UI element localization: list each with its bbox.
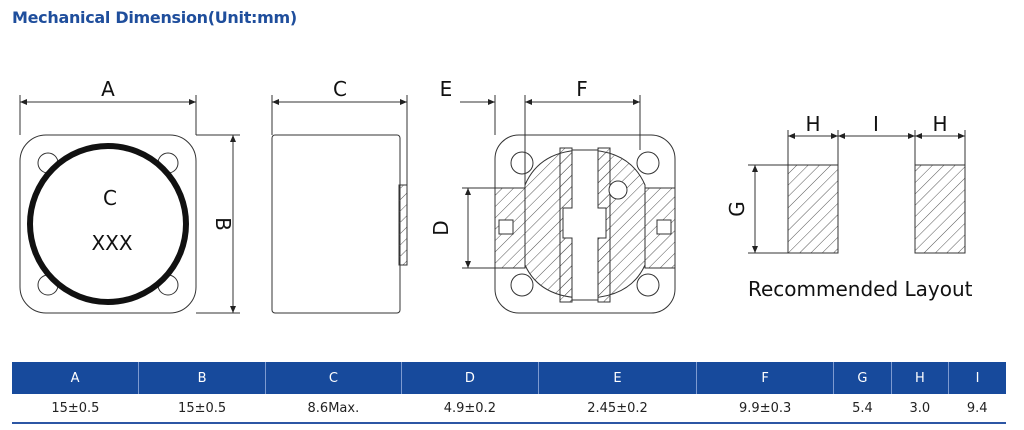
header-d: D	[400, 362, 539, 394]
dim-label-i: I	[873, 112, 879, 136]
header-a: A	[12, 362, 139, 394]
dim-label-d: D	[429, 220, 453, 235]
side-view	[271, 95, 408, 314]
header-b: B	[138, 362, 266, 394]
header-f: F	[696, 362, 834, 394]
layout-caption: Recommended Layout	[748, 277, 973, 301]
dimension-table: A B C D E F G H I 15±0.5 15±0.5 8.6Max. …	[12, 362, 1006, 424]
value-d: 4.9±0.2	[401, 394, 539, 424]
value-c: 8.6Max.	[265, 394, 402, 424]
header-i: I	[948, 362, 1006, 394]
section-title: Mechanical Dimension(Unit:mm)	[12, 8, 297, 27]
value-b: 15±0.5	[138, 394, 266, 424]
dim-label-b: B	[211, 217, 235, 231]
value-a: 15±0.5	[12, 394, 139, 424]
dim-label-c: C	[333, 77, 347, 101]
bottom-view	[460, 95, 676, 314]
top-view	[19, 95, 240, 314]
marking-line1: C	[103, 186, 117, 210]
header-h: H	[890, 362, 949, 394]
marking-line2: XXX	[91, 231, 132, 255]
dim-label-h-right: H	[932, 112, 947, 136]
table-header-row: A B C D E F G H I	[12, 362, 1006, 394]
value-i: 9.4	[948, 394, 1006, 424]
value-h: 3.0	[891, 394, 949, 424]
dim-label-a: A	[101, 77, 115, 101]
mechanical-drawing: C XXX A B C D E F G H I H Recommended La…	[19, 77, 973, 314]
value-g: 5.4	[833, 394, 892, 424]
dim-label-e: E	[440, 77, 453, 101]
dim-label-f: F	[576, 77, 588, 101]
header-c: C	[264, 362, 402, 394]
recommended-layout	[748, 130, 966, 254]
dim-label-g: G	[725, 201, 749, 217]
table-row: 15±0.5 15±0.5 8.6Max. 4.9±0.2 2.45±0.2 9…	[12, 394, 1006, 424]
header-e: E	[537, 362, 697, 394]
value-e: 2.45±0.2	[538, 394, 697, 424]
dim-label-h-left: H	[805, 112, 820, 136]
header-g: G	[833, 362, 892, 394]
value-f: 9.9±0.3	[696, 394, 834, 424]
